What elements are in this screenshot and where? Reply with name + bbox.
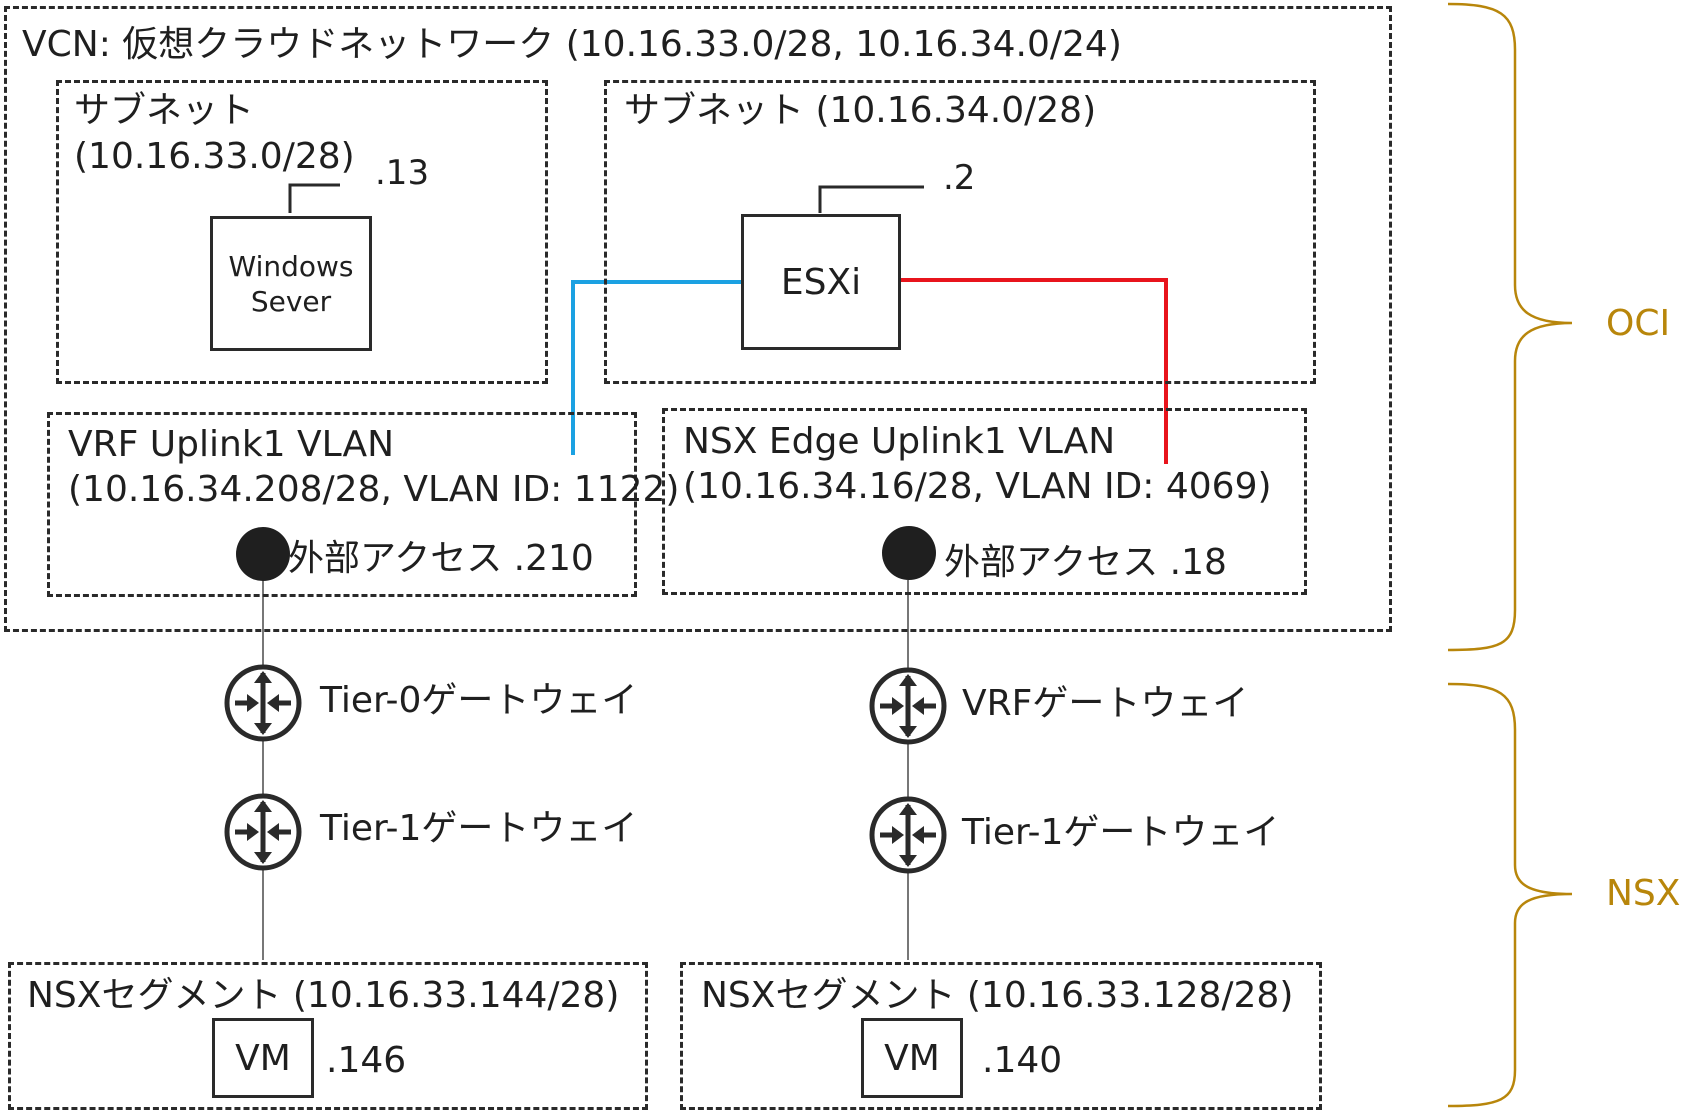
- bracket-nsx: [1447, 682, 1573, 1108]
- link-esxi-vrf: [571, 280, 742, 455]
- router-icon: [869, 796, 947, 874]
- subnet-left-title: サブネット: [74, 90, 255, 131]
- esxi-node: ESXi: [741, 214, 901, 350]
- windows-server-label-line1: Windows: [228, 249, 354, 283]
- subnet-right-title: サブネット (10.16.34.0/28): [624, 90, 1097, 131]
- bracket-oci-label: OCI: [1606, 303, 1671, 344]
- nsx-edge-uplink-container: [662, 408, 1307, 595]
- router-icon: [224, 664, 302, 742]
- vm-left-node: VM: [212, 1018, 314, 1098]
- esxi-host-ip: .2: [943, 158, 976, 198]
- right-gw-top-label: VRFゲートウェイ: [962, 683, 1249, 724]
- router-icon: [869, 667, 947, 745]
- subnet-left-cidr: (10.16.33.0/28): [74, 136, 355, 177]
- antenna-windows: [288, 183, 340, 213]
- windows-host-ip: .13: [375, 153, 430, 193]
- left-gw-top-label: Tier-0ゲートウェイ: [320, 680, 638, 721]
- router-icon: [224, 793, 302, 871]
- vm-right-ip: .140: [982, 1040, 1063, 1081]
- antenna-esxi: [818, 185, 924, 213]
- vrf-uplink-container: [47, 412, 637, 597]
- endpoint-dot-icon: [236, 527, 290, 581]
- vm-right-node: VM: [861, 1018, 963, 1098]
- vm-left-label: VM: [235, 1037, 291, 1079]
- right-gw-bottom-label: Tier-1ゲートウェイ: [962, 812, 1280, 853]
- vrf-uplink-title: VRF Uplink1 VLAN: [68, 424, 395, 465]
- link-esxi-edge: [898, 278, 1168, 464]
- vrf-uplink-access: 外部アクセス .210: [288, 538, 594, 579]
- windows-server-label-line2: Sever: [250, 284, 332, 318]
- segment-right-title: NSXセグメント (10.16.33.128/28): [701, 975, 1294, 1016]
- vm-left-ip: .146: [326, 1040, 407, 1081]
- bracket-nsx-label: NSX: [1606, 873, 1681, 914]
- segment-right-container: [680, 962, 1322, 1110]
- endpoint-dot-icon: [882, 526, 936, 580]
- vrf-uplink-detail: (10.16.34.208/28, VLAN ID: 1122): [68, 469, 680, 510]
- nsx-edge-uplink-title: NSX Edge Uplink1 VLAN: [683, 421, 1116, 462]
- left-gw-bottom-label: Tier-1ゲートウェイ: [320, 808, 638, 849]
- nsx-edge-uplink-access: 外部アクセス .18: [944, 542, 1227, 583]
- vm-right-label: VM: [884, 1037, 940, 1079]
- segment-left-title: NSXセグメント (10.16.33.144/28): [27, 975, 620, 1016]
- subnet-right-container: [604, 80, 1316, 384]
- bracket-oci: [1447, 2, 1573, 652]
- segment-left-container: [8, 962, 648, 1110]
- vcn-container: [4, 6, 1392, 632]
- subnet-left-container: [56, 80, 548, 384]
- nsx-edge-uplink-detail: (10.16.34.16/28, VLAN ID: 4069): [683, 466, 1272, 507]
- vcn-title: VCN: 仮想クラウドネットワーク (10.16.33.0/28, 10.16.…: [22, 24, 1122, 65]
- esxi-label: ESXi: [780, 261, 862, 303]
- windows-server-node: Windows Sever: [210, 216, 372, 351]
